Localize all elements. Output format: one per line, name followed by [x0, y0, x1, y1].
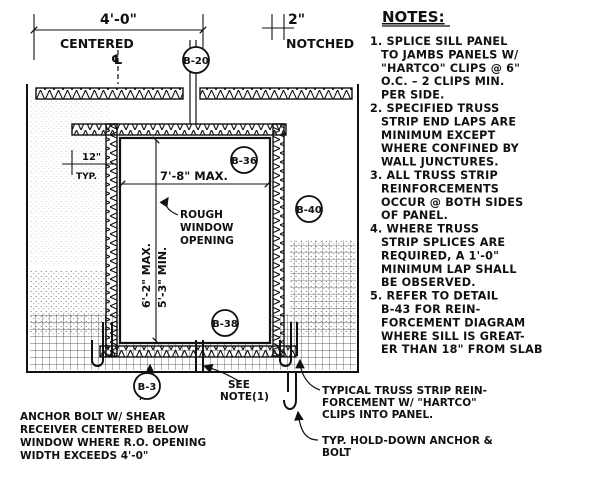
dim-width-top: 4'-0"	[100, 12, 137, 28]
svg-text:WIDTH EXCEEDS 4'-0": WIDTH EXCEEDS 4'-0"	[20, 450, 148, 462]
svg-text:RECEIVER CENTERED BELOW: RECEIVER CENTERED BELOW	[20, 424, 189, 436]
rough-opening-leader	[159, 197, 179, 216]
svg-text:WINDOW WHERE R.O. OPENING: WINDOW WHERE R.O. OPENING	[20, 437, 206, 449]
label-notched: NOTCHED	[286, 36, 354, 51]
label-rough-opening: ROUGH WINDOW OPENING	[180, 209, 234, 247]
note-line: O.C. – 2 CLIPS MIN.	[381, 75, 504, 88]
svg-text:B-40: B-40	[296, 205, 322, 216]
note-line: 4. WHERE TRUSS	[370, 223, 479, 236]
dim-height-min: 5'-3" MIN.	[156, 247, 169, 308]
note-line: BE OBSERVED.	[381, 276, 476, 289]
bubble-b38: B-38	[211, 309, 239, 337]
svg-text:BOLT: BOLT	[322, 447, 352, 459]
label-see-note: SEE NOTE(1)	[220, 379, 269, 403]
top-truss-strip	[35, 87, 353, 100]
svg-text:FORCEMENT W/ "HARTCO": FORCEMENT W/ "HARTCO"	[322, 397, 477, 409]
jamb-truss-right	[272, 123, 285, 357]
centerline-symbol: ℄	[111, 53, 123, 68]
note-line: MINIMUM LAP SHALL	[381, 263, 517, 276]
label-anchor-bolt: ANCHOR BOLT W/ SHEAR RECEIVER CENTERED B…	[20, 411, 206, 462]
dimension-12-typ	[62, 150, 116, 175]
jamb-truss-left	[105, 123, 118, 357]
svg-text:TYP. HOLD-DOWN ANCHOR &: TYP. HOLD-DOWN ANCHOR &	[322, 435, 493, 447]
note-line: FORCEMENT DIAGRAM	[381, 316, 525, 329]
label-typical-truss: TYPICAL TRUSS STRIP REIN- FORCEMENT W/ "…	[322, 385, 487, 421]
note-line: "HARTCO" CLIPS @ 6"	[381, 62, 520, 75]
svg-text:B-36: B-36	[231, 156, 257, 167]
note-line: B-43 FOR REIN-	[381, 303, 481, 316]
svg-text:B-20: B-20	[183, 56, 209, 67]
svg-text:OPENING: OPENING	[180, 235, 234, 247]
hold-down-anchor	[283, 372, 297, 410]
note-line: TO JAMBS PANELS W/	[381, 48, 519, 61]
panel-outline	[26, 84, 359, 373]
label-typ: TYP.	[76, 172, 97, 182]
svg-text:WINDOW: WINDOW	[180, 222, 234, 234]
bubble-b3: B-3	[133, 372, 161, 400]
note-line: WALL JUNCTURES.	[381, 156, 499, 169]
note-line: MINIMUM EXCEPT	[381, 129, 496, 142]
note-line: OF PANEL.	[381, 209, 448, 222]
head-truss-strip	[71, 123, 287, 136]
note-line: 3. ALL TRUSS STRIP	[370, 169, 498, 182]
note-line: OCCUR @ BOTH SIDES	[381, 196, 523, 209]
note-line: ER THAN 18" FROM SLAB	[381, 343, 543, 356]
sill-truss-strip	[99, 345, 297, 358]
svg-text:ANCHOR BOLT W/ SHEAR: ANCHOR BOLT W/ SHEAR	[20, 411, 166, 423]
bubble-b36: B-36	[230, 146, 258, 174]
svg-text:B-3: B-3	[138, 382, 157, 393]
notes-title: NOTES:	[382, 8, 445, 26]
note-line: STRIP END LAPS ARE	[381, 115, 516, 128]
label-hold-down: TYP. HOLD-DOWN ANCHOR & BOLT	[322, 435, 493, 459]
note-line: 5. REFER TO DETAIL	[370, 290, 498, 303]
dim-notch: 2"	[288, 12, 305, 28]
note-line: 2. SPECIFIED TRUSS	[370, 102, 499, 115]
svg-text:ROUGH: ROUGH	[180, 209, 223, 221]
bubble-b20: B-20	[182, 46, 210, 74]
label-centered: CENTERED	[60, 36, 134, 51]
svg-text:TYPICAL TRUSS STRIP REIN-: TYPICAL TRUSS STRIP REIN-	[322, 385, 487, 397]
note-line: PER SIDE.	[381, 89, 445, 102]
svg-text:NOTE(1): NOTE(1)	[220, 391, 269, 403]
note-line: WHERE CONFINED BY	[381, 142, 520, 155]
dim-opening-width: 7'-8" MAX.	[160, 169, 228, 183]
note-line: REINFORCEMENTS	[381, 182, 499, 195]
note-line: WHERE SILL IS GREAT-	[381, 330, 525, 343]
note-line: REQUIRED, A 1'-0"	[381, 249, 499, 262]
svg-text:B-38: B-38	[212, 319, 238, 330]
anchor-bolt-right	[279, 322, 298, 367]
bubble-b40: B-40	[295, 195, 323, 223]
svg-text:SEE: SEE	[228, 379, 250, 391]
note-line: 1. SPLICE SILL PANEL	[370, 35, 508, 48]
svg-text:CLIPS INTO PANEL.: CLIPS INTO PANEL.	[322, 409, 433, 421]
note-line: STRIP SPLICES ARE	[381, 236, 505, 249]
anchor-bolt-left	[91, 322, 113, 367]
dim-height-max: 6'-2" MAX.	[140, 243, 153, 308]
dim-12-inch: 12"	[82, 152, 101, 163]
